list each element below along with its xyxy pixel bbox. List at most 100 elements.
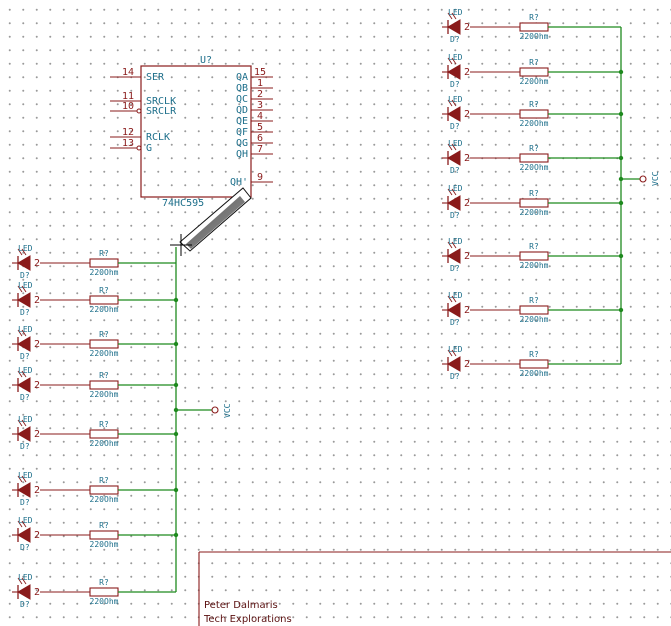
led-reference: D? [20, 308, 30, 317]
resistor-reference: R? [529, 350, 539, 359]
led-label: LED [18, 415, 33, 424]
led-resistor-rows-right: LEDD?2R?220OhmLEDD?2R?220OhmLEDD?2R?220O… [442, 8, 621, 381]
ic-pin-name: QD [236, 105, 248, 116]
led-pin-number: 2 [464, 359, 470, 370]
resistor-value: 220Ohm [520, 208, 549, 217]
led-label: LED [18, 325, 33, 334]
resistor-value: 220Ohm [90, 268, 119, 277]
led-reference: D? [450, 372, 460, 381]
resistor-value: 220Ohm [520, 32, 549, 41]
ic-pin-name: G [146, 143, 152, 154]
resistor-value: 220Ohm [90, 439, 119, 448]
led-reference: D? [450, 122, 460, 131]
resistor-value: 220Ohm [520, 163, 549, 172]
ic-value: 74HC595 [162, 198, 204, 209]
vcc-left[interactable]: VCC [211, 403, 232, 418]
resistor-icon [89, 485, 119, 495]
ic-pin-name: QA [236, 72, 248, 83]
resistor-value: 220Ohm [90, 597, 119, 606]
led-reference: D? [450, 318, 460, 327]
vcc-right[interactable]: VCC [639, 171, 660, 186]
ic-pin-number: 7 [257, 144, 263, 155]
led-reference: D? [450, 80, 460, 89]
resistor-icon [89, 587, 119, 597]
led-pin-number: 2 [34, 258, 40, 269]
title-block [198, 551, 671, 626]
led-reference: D? [20, 543, 30, 552]
led-pin-number: 2 [464, 153, 470, 164]
led-label: LED [18, 366, 33, 375]
led-pin-number: 2 [464, 305, 470, 316]
ic-pin-name: QH' [230, 177, 248, 188]
resistor-value: 220Ohm [90, 540, 119, 549]
led-resistor-rows-left: LEDD?2R?220OhmLEDD?2R?220OhmLEDD?2R?220O… [12, 244, 176, 609]
led-pin-number: 2 [34, 429, 40, 440]
resistor-reference: R? [99, 521, 109, 530]
resistor-icon [89, 295, 119, 305]
led-pin-number: 2 [34, 295, 40, 306]
resistor-icon [519, 198, 549, 208]
led-reference: D? [450, 35, 460, 44]
led-label: LED [448, 139, 463, 148]
ic-pin-number: 5 [257, 122, 263, 133]
led-reference: D? [20, 600, 30, 609]
resistor-reference: R? [99, 286, 109, 295]
ic-pin-name: QH [236, 149, 248, 160]
vcc-right-label: VCC [651, 171, 660, 186]
led-reference: D? [450, 211, 460, 220]
led-reference: D? [450, 264, 460, 273]
resistor-reference: R? [529, 189, 539, 198]
resistor-value: 220Ohm [90, 349, 119, 358]
led-pin-number: 2 [464, 251, 470, 262]
ic-pin-number: 4 [257, 111, 263, 122]
ic-pin-name: QB [236, 83, 248, 94]
ic-pin-number: 13 [122, 138, 134, 149]
resistor-reference: R? [99, 578, 109, 587]
resistor-reference: R? [529, 242, 539, 251]
led-pin-number: 2 [34, 485, 40, 496]
ic-pin-number: 1 [257, 78, 263, 89]
led-label: LED [448, 291, 463, 300]
vcc-left-label: VCC [223, 403, 232, 418]
resistor-value: 220Ohm [520, 119, 549, 128]
resistor-icon [89, 530, 119, 540]
led-pin-number: 2 [34, 587, 40, 598]
ic-pin-name: SRCLK [146, 96, 176, 107]
resistor-reference: R? [99, 249, 109, 258]
led-pin-number: 2 [464, 109, 470, 120]
led-label: LED [448, 237, 463, 246]
ic-pin-name: QC [236, 94, 248, 105]
resistor-value: 220Ohm [520, 77, 549, 86]
ic-pin-number: 14 [122, 67, 134, 78]
led-label: LED [448, 53, 463, 62]
resistor-value: 220Ohm [520, 369, 549, 378]
ic-pin-number: 9 [257, 172, 263, 183]
drag-arrow-icon [179, 187, 252, 252]
led-reference: D? [20, 352, 30, 361]
ic-reference: U? [200, 55, 212, 66]
led-reference: D? [20, 393, 30, 402]
led-reference: D? [450, 166, 460, 175]
ic-pin-number: 6 [257, 133, 263, 144]
ic-pin-name: QF [236, 127, 248, 138]
resistor-icon [519, 305, 549, 315]
ic-pin-number: 10 [122, 101, 134, 112]
